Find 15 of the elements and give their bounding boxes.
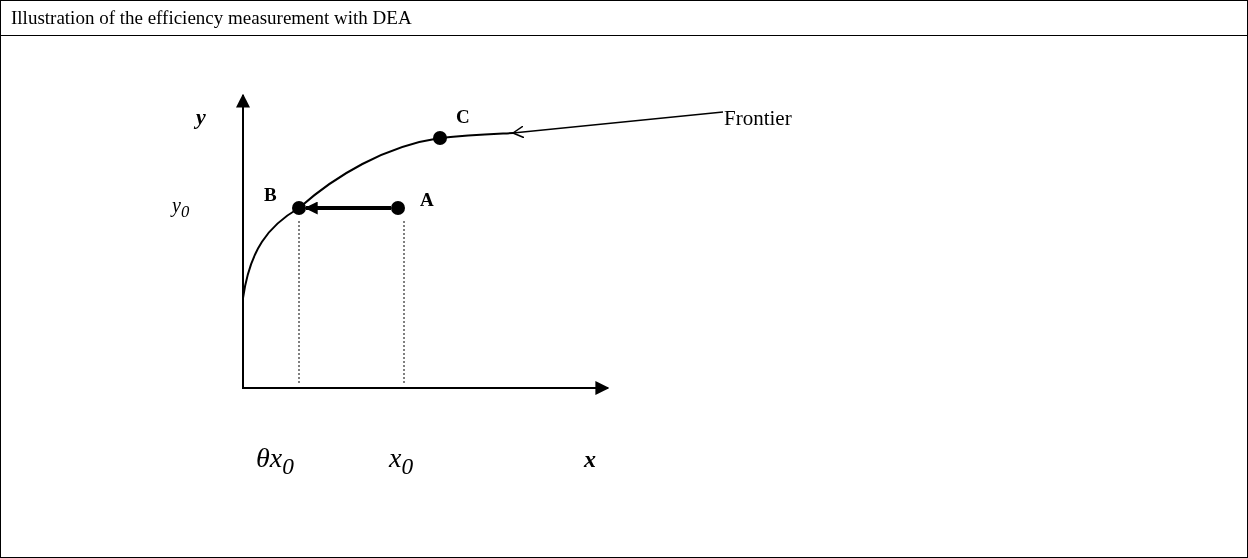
data-point [292,201,306,215]
arrow [304,201,391,215]
axis-label: y [196,104,206,130]
axis-label: y$_{0}$ [172,194,190,222]
axis-label: x$_{0}$ [389,442,414,480]
data-point [433,131,447,145]
axis-label: x [584,446,596,473]
axis-label: θx$_{0}$ [256,442,294,480]
point-label: C [456,106,470,128]
point-label: B [264,184,277,206]
callout-label: Frontier [724,106,792,130]
leader-line [512,111,724,139]
diagram-title: Illustration of the efficiency measurement with DEA [11,7,412,29]
point-label: A [420,189,434,211]
data-point [391,201,405,215]
